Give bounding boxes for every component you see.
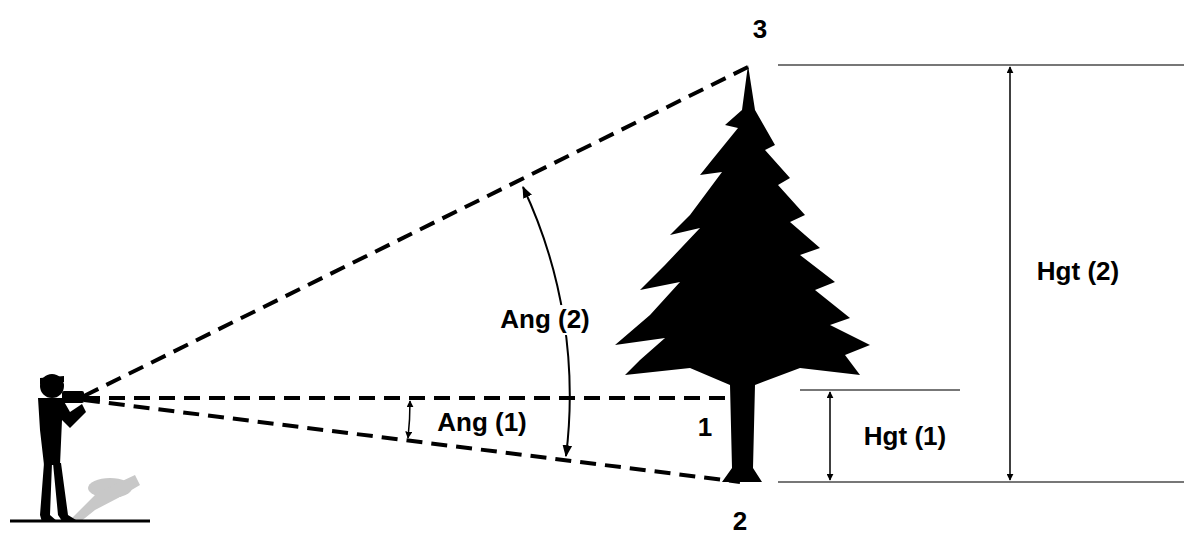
angle-label: Ang (1) <box>434 408 530 438</box>
point-number: 2 <box>730 507 750 537</box>
reference-lines <box>778 65 1184 482</box>
height-2-dimension <box>1009 67 1011 480</box>
tree-silhouette <box>615 65 870 482</box>
point-number: 3 <box>750 15 770 45</box>
height-1-dimension <box>829 392 831 480</box>
sight-lines <box>84 67 748 482</box>
person-silhouette <box>38 374 86 522</box>
angle-label: Ang (2) <box>497 305 593 335</box>
height-label: Hgt (1) <box>861 422 949 452</box>
person-shadow <box>70 475 140 522</box>
height-label: Hgt (2) <box>1034 257 1122 287</box>
point-number: 1 <box>695 413 715 443</box>
angle-1-arc <box>408 401 410 438</box>
ground-line <box>10 520 150 523</box>
